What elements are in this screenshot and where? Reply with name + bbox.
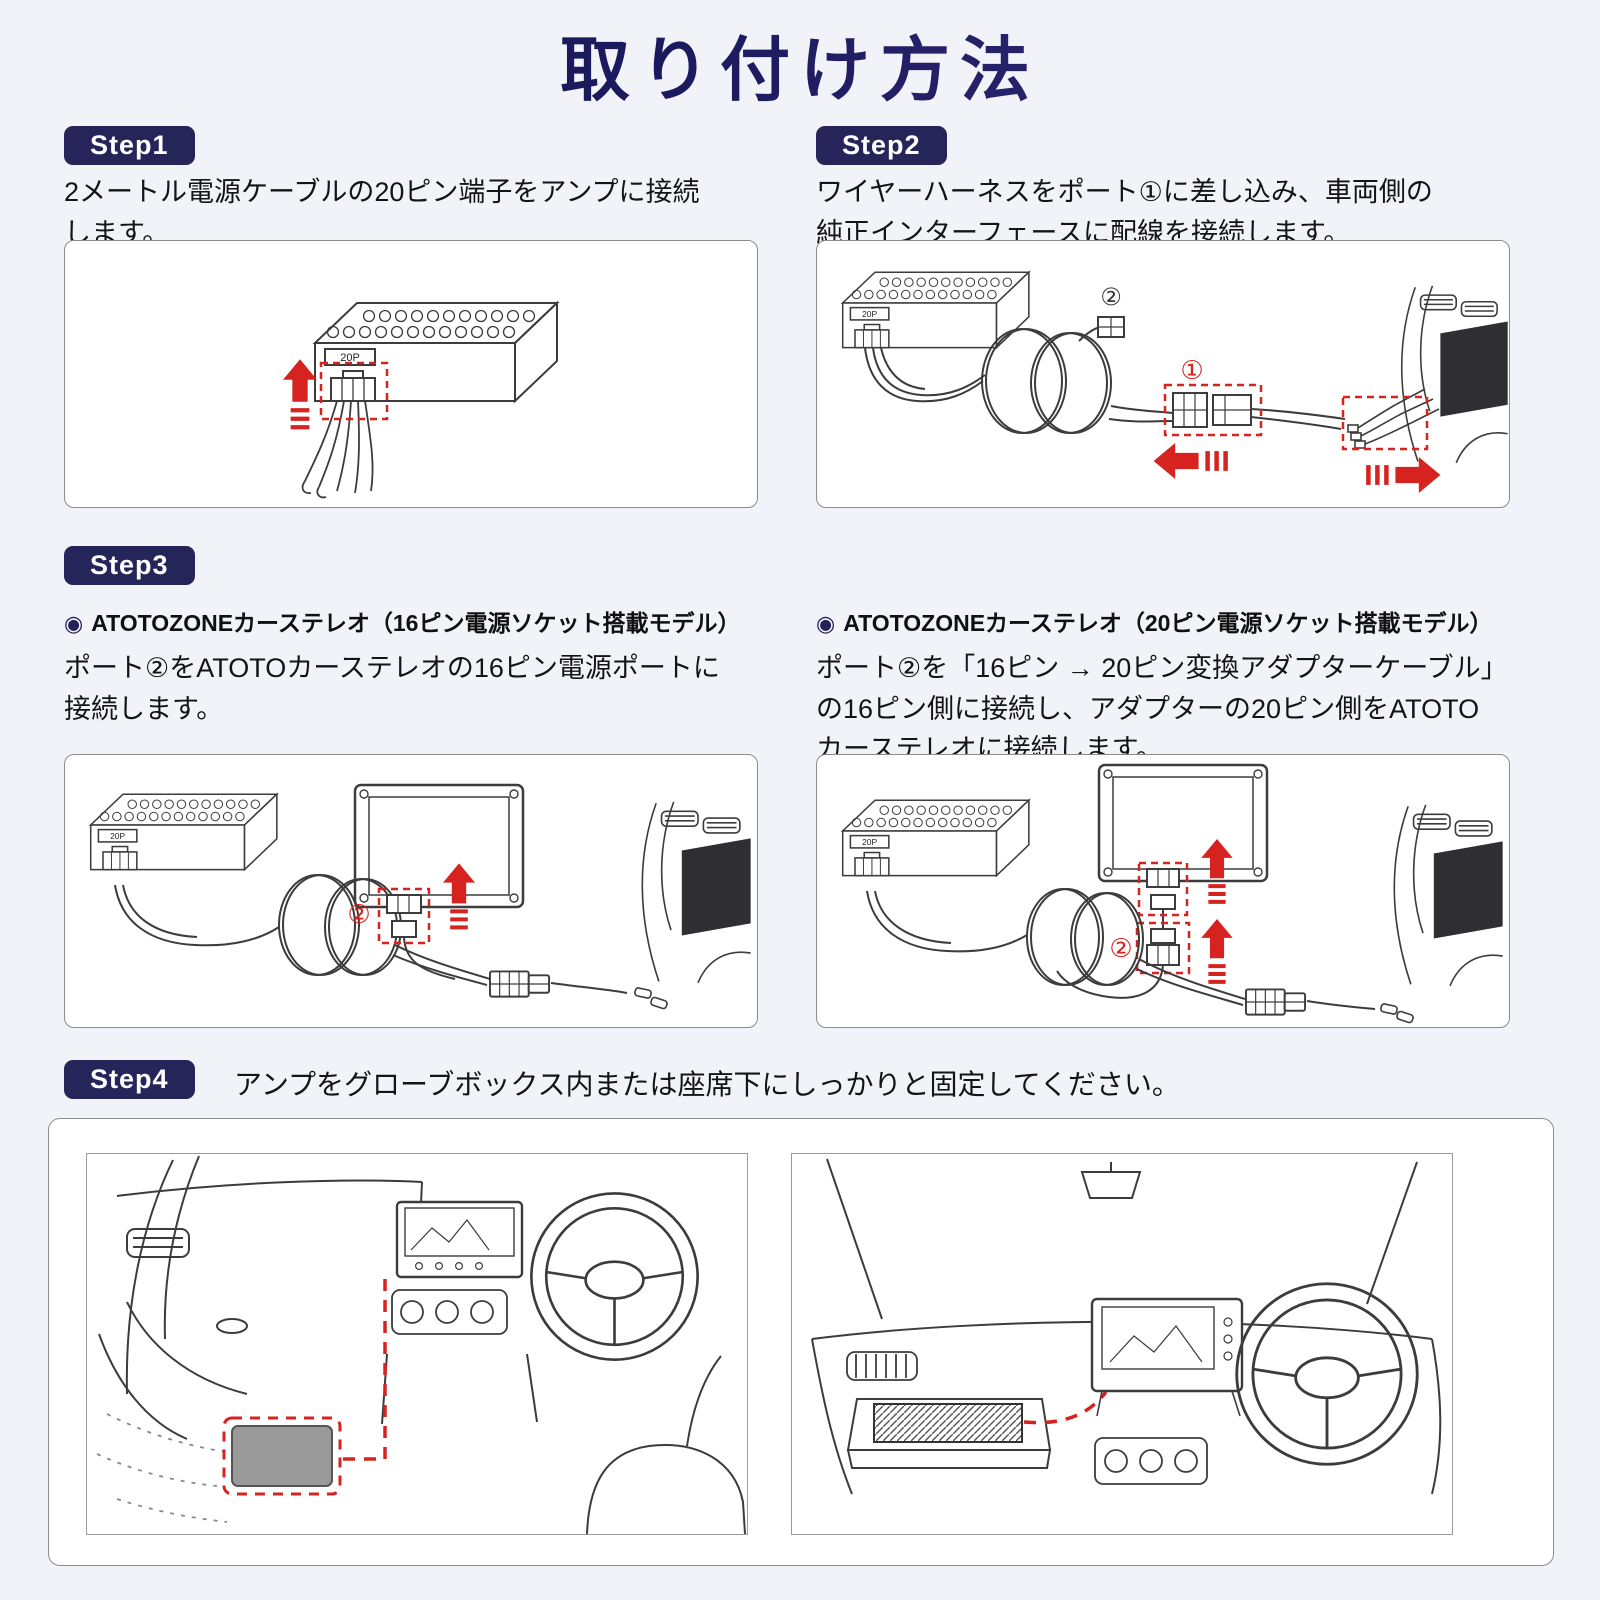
port2-connector — [386, 894, 422, 938]
amplifier-unit — [231, 1425, 333, 1487]
head-unit — [1097, 763, 1269, 883]
cable-loops — [1026, 888, 1144, 986]
step3-right-line2: の16ピン側に接続し、アダプターの20ピン側をATOTO — [816, 693, 1480, 724]
climate-controls — [1094, 1437, 1208, 1485]
cable-loops — [981, 328, 1112, 434]
step1-text: 2メートル電源ケーブルの20ピン端子をアンプに接続 します。 — [64, 172, 804, 253]
amplifier-highlight — [222, 1416, 342, 1496]
step3-left-line1: ポート②をATOTOカーステレオの16ピン電源ポートに — [64, 653, 720, 683]
floor-contours — [96, 1413, 228, 1523]
head-unit — [353, 783, 525, 909]
step4-diagram — [48, 1118, 1554, 1566]
port2-label: ② — [347, 899, 370, 929]
right-arrow-icon — [1368, 457, 1440, 493]
port1-highlight — [1163, 383, 1263, 437]
port2-highlight — [377, 887, 431, 945]
step3-right-illustration: ② — [841, 763, 1504, 1024]
multi-pin-connector — [1245, 988, 1307, 1016]
car-interior-under-dash — [96, 1155, 746, 1534]
port2-highlight — [1135, 921, 1191, 975]
harness-end-wires — [1347, 388, 1440, 449]
step4-right-panel — [791, 1153, 1453, 1535]
side-vent — [846, 1351, 918, 1381]
bullet-icon: ◉ — [64, 611, 84, 636]
step3-left-line2: 接続します。 — [64, 693, 224, 724]
step3-right-heading-text: ATOTOZONEカーステレオ（20ピン電源ソケット搭載モデル） — [843, 610, 1493, 636]
step1-badge: Step1 — [64, 126, 195, 165]
port2-label: ② — [1109, 933, 1132, 963]
amplifier — [841, 799, 1030, 877]
port1-label: ① — [1180, 355, 1203, 385]
step3-left-text: ポート②をATOTOカーステレオの16ピン電源ポートに 接続します。 — [64, 648, 804, 729]
amplifier — [314, 302, 558, 402]
steering-wheel — [1235, 1282, 1419, 1466]
car-interior-glovebox — [811, 1158, 1442, 1495]
left-arrow-icon — [1154, 443, 1226, 479]
cable-loops — [278, 874, 402, 976]
step3-badge: Step3 — [64, 546, 195, 585]
step3-right-text: ポート②を「16ピン → 20ピン変換アダプターケーブル」 の16ピン側に接続し… — [816, 648, 1556, 770]
port1-connector-pair — [1172, 392, 1252, 428]
step3-left-heading: ◉ ATOTOZONEカーステレオ（16ピン電源ソケット搭載モデル） — [64, 604, 740, 638]
up-arrow-icon — [1201, 919, 1233, 984]
step3-right-heading: ◉ ATOTOZONEカーステレオ（20ピン電源ソケット搭載モデル） — [816, 604, 1492, 638]
step4-badge: Step4 — [64, 1060, 195, 1099]
car-dashboard — [641, 800, 752, 984]
up-arrow-icon — [283, 359, 317, 427]
rca-ends — [1380, 1003, 1414, 1024]
step1-text-line1: 2メートル電源ケーブルの20ピン端子をアンプに接続 — [64, 177, 700, 207]
adapter-chain — [1146, 868, 1180, 966]
dashboard-lines — [98, 1155, 538, 1440]
step3-left-heading-text: ATOTOZONEカーステレオ（16ピン電源ソケット搭載モデル） — [91, 610, 741, 636]
step2-illustration: ② ① — [841, 271, 1509, 507]
step3-right-line1: ポート②を「16ピン → 20ピン変換アダプターケーブル」 — [816, 653, 1508, 683]
car-dashboard — [1400, 284, 1509, 464]
rca-ends — [634, 987, 668, 1010]
bullet-icon: ◉ — [816, 611, 836, 636]
step1-diagram — [64, 240, 758, 508]
wire-bundle — [301, 400, 374, 499]
step3-left-diagram: ② — [64, 754, 758, 1028]
connector-highlight — [319, 361, 389, 421]
harness-highlight — [1341, 395, 1429, 451]
climate-controls — [391, 1289, 508, 1335]
steering-wheel — [530, 1192, 699, 1361]
adapter-highlight — [1137, 861, 1189, 917]
step1-illustration — [65, 302, 558, 499]
step4-left-panel — [86, 1153, 748, 1535]
amplifier — [89, 793, 278, 871]
cable-route-dashed — [339, 1279, 387, 1461]
wire-bundle — [866, 890, 1376, 1010]
step3-left-illustration: ② — [89, 783, 752, 1010]
wire-bundle — [114, 884, 628, 994]
step2-badge: Step2 — [816, 126, 947, 165]
head-unit — [1090, 1297, 1244, 1417]
step2-diagram: ② ① — [816, 240, 1510, 508]
multi-pin-connector — [489, 970, 551, 998]
step4-text: アンプをグローブボックス内または座席下にしっかりと固定してください。 — [234, 1069, 1180, 1100]
amplifier-unit — [873, 1403, 1023, 1443]
page-title: 取り付け方法 — [0, 14, 1600, 115]
port2-connector — [1097, 316, 1125, 338]
car-dashboard — [1393, 803, 1504, 987]
step3-right-diagram: ② — [816, 754, 1510, 1028]
head-unit — [395, 1200, 524, 1279]
step2-text-line1: ワイヤーハーネスをポート①に差し込み、車両側の — [816, 177, 1433, 207]
seat — [586, 1355, 746, 1534]
wire-bundle — [864, 326, 1346, 430]
port2-label: ② — [1100, 284, 1122, 311]
